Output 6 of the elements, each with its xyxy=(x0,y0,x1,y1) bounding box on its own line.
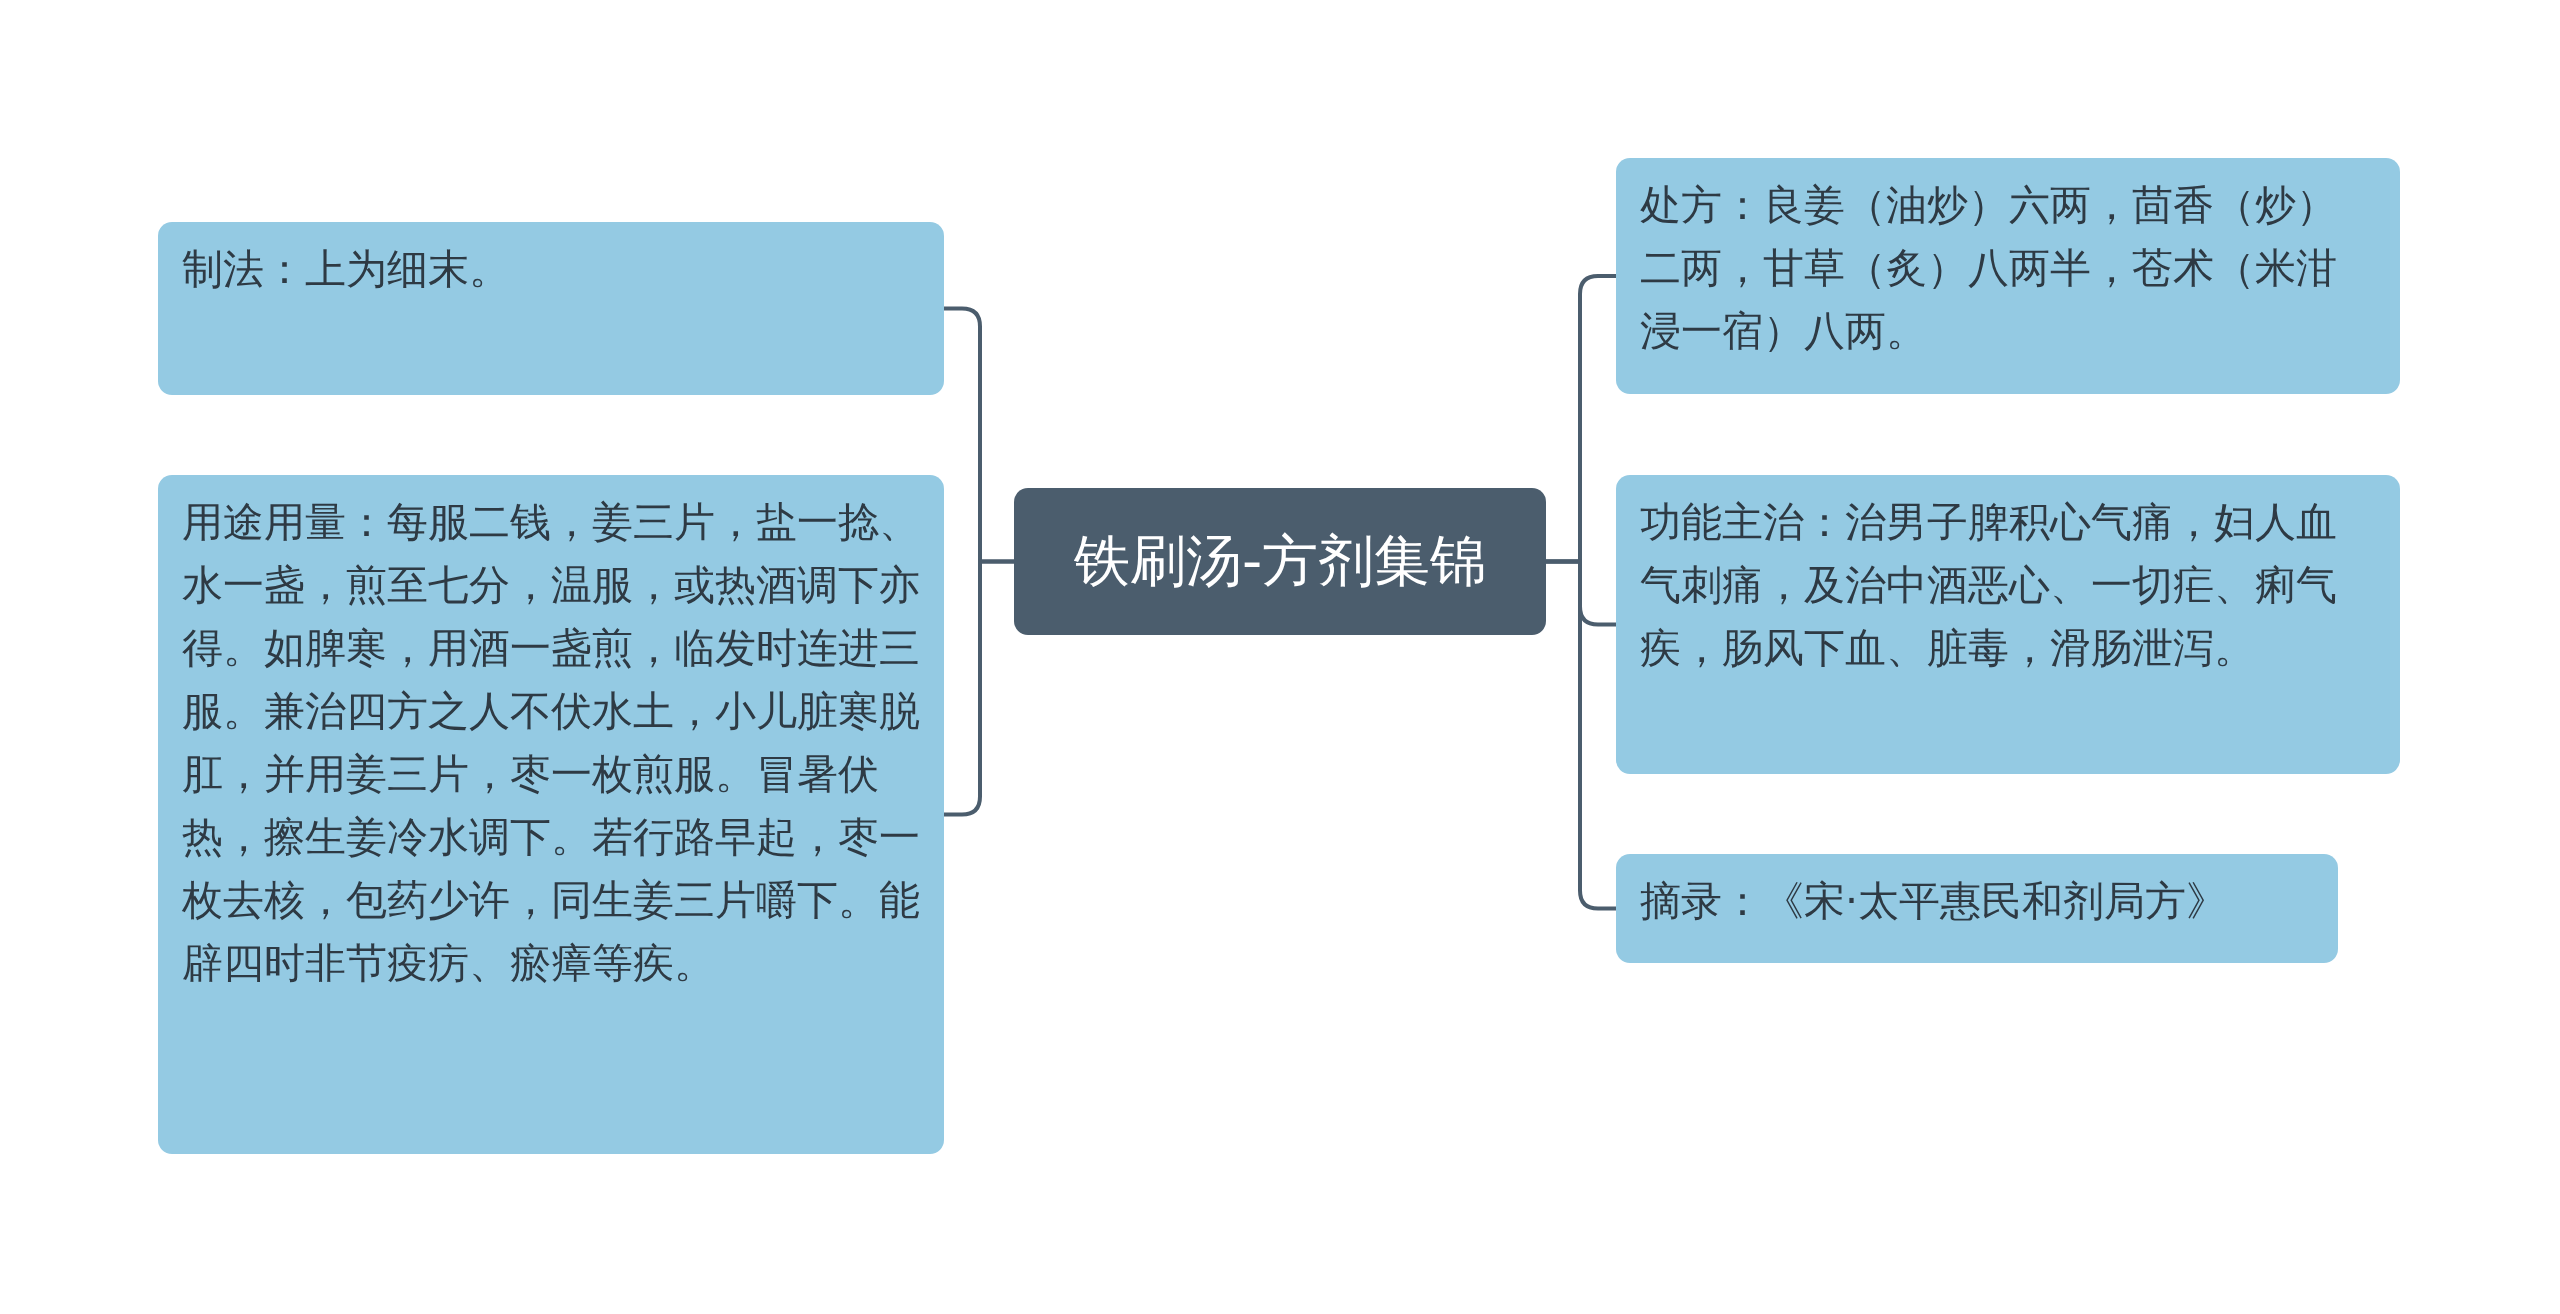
topic-box: 制法：上为细末。 xyxy=(158,222,944,395)
topic-box: 摘录：《宋·太平惠民和剂局方》 xyxy=(1616,854,2338,963)
topic-box: 功能主治：治男子脾积心气痛，妇人血气刺痛，及治中酒恶心、一切疟、痢气疾，肠风下血、脏毒，滑肠泄泻。 xyxy=(1616,475,2400,774)
topic-box: 用途用量：每服二钱，姜三片，盐一捻、水一盏，煎至七分，温服，或热酒调下亦得。如脾寒，用酒一盏煎，临发时连进三服。兼治四方之人不伏水土，小儿脏寒脱肛，并用姜三片，枣一枚煎服。冒暑伏热，擦生姜冷水调下。若行路早起，枣一枚去核，包药少许，同生姜三片嚼下。能辟四时非节疫疠、瘀瘴等疾。 xyxy=(158,475,944,1154)
central-topic-box: 铁刷汤-方剂集锦 xyxy=(1014,488,1546,635)
topic-box: 处方：良姜（油炒）六两，茴香（炒）二两，甘草（炙）八两半，苍术（米泔浸一宿）八两。 xyxy=(1616,158,2400,394)
